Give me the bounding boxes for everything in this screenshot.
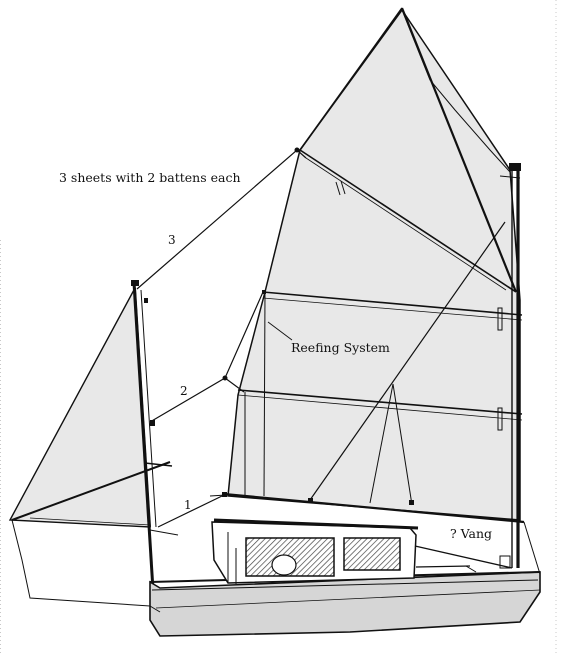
vang-and-aft-deck [414,521,541,575]
sheet-2-label: 2 [180,384,188,398]
sheet-3-label: 3 [168,233,176,247]
sheet-1-label: 1 [184,498,192,512]
mainmast [499,163,521,568]
vang-label: ? Vang [450,526,492,541]
cabin-window-2 [343,537,401,571]
cabin [211,518,419,584]
foremast [131,280,155,591]
main-sail [222,7,525,524]
hull [149,571,541,637]
jib-sail [8,285,179,607]
reefing-system-label: Reefing System [291,340,390,355]
sheet-lines [136,147,307,528]
sheets-note-label: 3 sheets with 2 battens each [59,170,241,185]
